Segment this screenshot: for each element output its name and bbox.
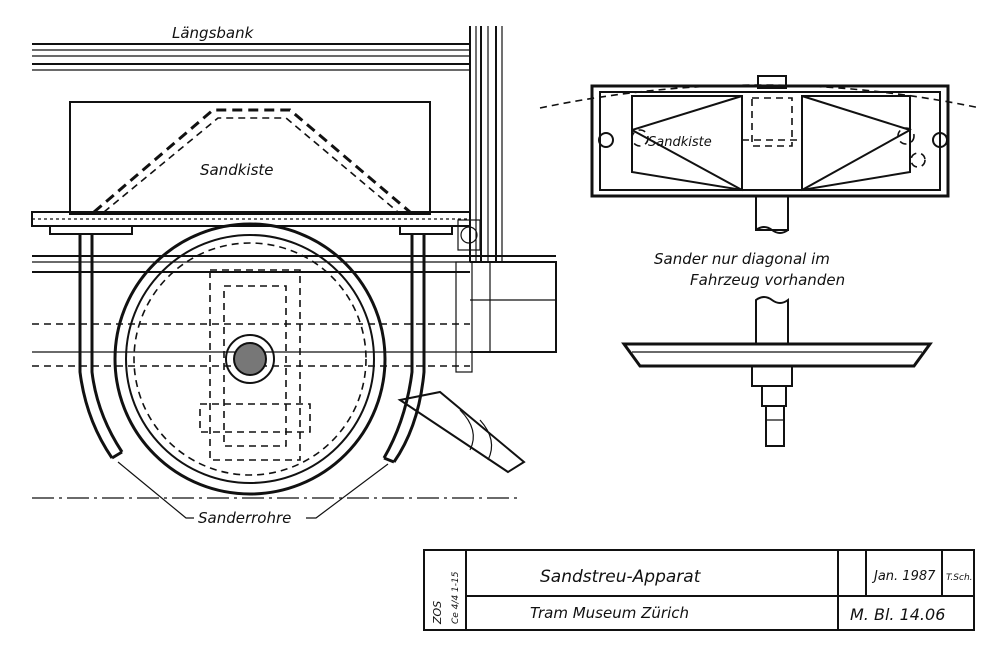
sander-pipe-left — [78, 234, 124, 460]
note-line-2: Fahrzeug vorhanden — [690, 271, 845, 289]
top-sand-box-label: Sandkiste — [648, 135, 712, 150]
wheel-section-view — [621, 296, 933, 447]
car-wall-post — [457, 26, 503, 262]
sand-box-side — [69, 101, 431, 215]
top-view: Sandkiste — [539, 75, 981, 234]
wheel — [113, 222, 387, 496]
drawing-initials: T.Sch. — [946, 573, 973, 583]
drawing-date: Jan. 1987 — [871, 569, 936, 584]
longitudinal-bench — [32, 43, 470, 71]
underframe — [32, 255, 557, 373]
bench-label: Längsbank — [172, 24, 255, 42]
drawing-sheet-number: M. Bl. 14.06 — [850, 605, 945, 624]
side-code-2: Ce 4/4 1-15 — [451, 571, 461, 624]
title-block: Sandstreu-Apparat Tram Museum Zürich Jan… — [423, 549, 975, 631]
sander-pipes-label: Sanderrohre — [198, 509, 291, 527]
brake-shoe — [397, 390, 526, 474]
drawing-owner: Tram Museum Zürich — [530, 604, 689, 622]
sand-box-label: Sandkiste — [200, 161, 274, 179]
sander-pipe-right — [382, 234, 426, 464]
side-view: Längsbank Sandkiste Sanderrohre — [31, 24, 557, 527]
note-line-1: Sander nur diagonal im — [654, 250, 830, 268]
side-code-1: ZOS — [431, 601, 444, 625]
drawing-title: Sandstreu-Apparat — [540, 567, 702, 587]
pipes-leader — [117, 461, 389, 519]
